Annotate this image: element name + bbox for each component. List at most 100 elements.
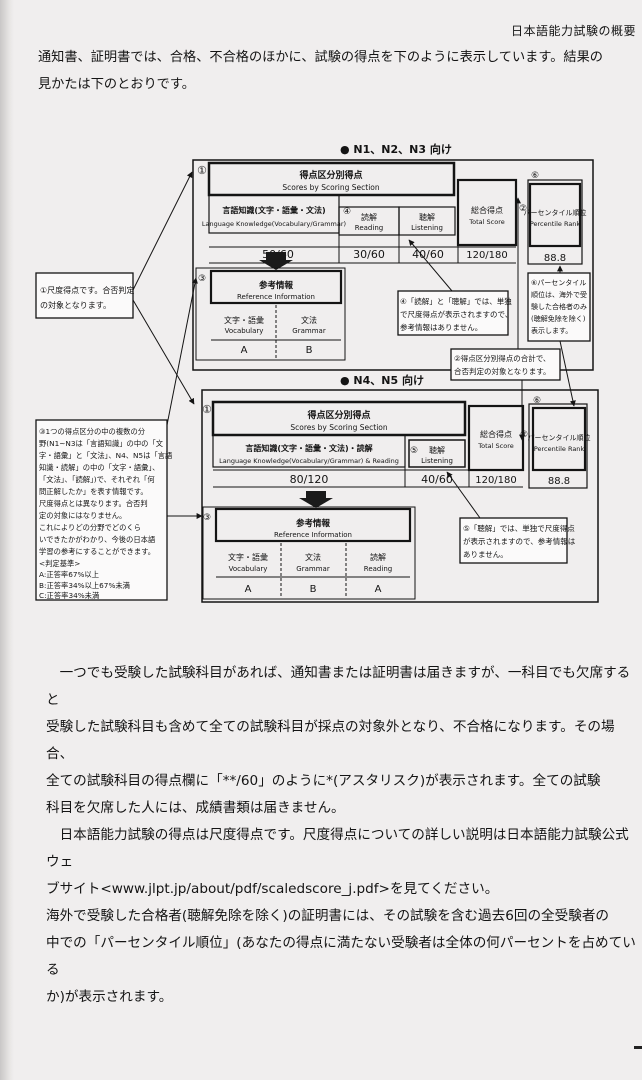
intro-line: 見かたは下のとおりです。 [38, 77, 195, 92]
callout-4-line: 参考情報はありません。 [400, 322, 482, 332]
n1-reference-ja: 参考情報 [259, 280, 294, 291]
n4-total-cell [467, 404, 525, 472]
n1-section-heading: ● N1、N2、N3 向け [340, 142, 452, 156]
n4-circle-2: ② [520, 430, 528, 440]
n4-reading-ja: 読解 [370, 552, 386, 562]
page-binding-edge [0, 0, 14, 1080]
paragraph-line: 日本語能力試験の得点は尺度得点です。尺度得点についての詳しい説明は日本語能力試験… [46, 827, 629, 870]
n4-listening-score: 40/60 [421, 473, 453, 486]
n1-scaled-score-header [207, 161, 456, 197]
callout-3-line: 定の対象にはなりません。 [39, 511, 126, 520]
n4-language-score: 80/120 [290, 473, 329, 486]
callout-5-line: ありません。 [463, 550, 508, 559]
n1-reading-score: 30/60 [353, 248, 385, 261]
paragraph-line: 全ての試験科目の得点欄に「**/60」のように*(アスタリスク)が表示されます。… [46, 773, 601, 789]
n4-percentile-value: 88.8 [548, 476, 570, 487]
callout-1-line: ①尺度得点です。合否判定 [40, 285, 134, 295]
n1-circle-3: ③ [198, 274, 206, 284]
n4-total-ja: 総合得点 [480, 429, 512, 439]
n4-vocab-grade: A [245, 584, 252, 595]
callout-3-line: いできたかがわかり、今後の日本語 [39, 535, 156, 544]
paragraph-line: 科目を欠席した人には、成績書類は届きません。 [46, 800, 345, 816]
n1-listening-score: 40/60 [412, 248, 444, 261]
callout-3-line: 知識・読解」の中の「文字・語彙」、 [39, 463, 159, 472]
n1-vocab-grade: A [241, 345, 248, 356]
n4-grammar-en: Grammar [296, 565, 330, 573]
n4-listening-cell [408, 439, 466, 468]
callout-1-box [35, 272, 134, 319]
callout-5-line: が表示されますので、参考情報は [463, 536, 576, 546]
n1-language-score: 50/60 [262, 248, 294, 261]
n1-grammar-en: Grammar [292, 327, 326, 335]
n1-percentile-ja: パーセンタイル順位 [524, 208, 587, 217]
callout-3-line: 野(N1~N3は「言語知識」の中の「文 [39, 439, 164, 448]
n1-total-ja: 総合得点 [471, 205, 503, 215]
n1-vocab-en: Vocabulary [225, 327, 264, 335]
intro-line: 通知書、証明書では、合格、不合格のほかに、試験の得点を下のように表示しています。… [38, 50, 603, 65]
n4-reference-frame [202, 506, 416, 600]
n4-listening-ja: 聴解 [429, 445, 445, 455]
callout-3-line: ③1つの得点区分の中の複数の分 [39, 427, 145, 436]
n1-language-cell [208, 194, 340, 234]
callout-4-line: ④「読解」と「聴解」では、単独 [400, 296, 512, 306]
callout-3-line: A:正答率67%以上 [39, 570, 99, 579]
n1-down-arrow [259, 252, 293, 270]
callout-3-box [35, 419, 168, 601]
callout-1-line: の対象となります。 [40, 300, 111, 310]
n4-reading-grade: A [375, 584, 382, 595]
n4-circle-6: ⑥ [533, 396, 541, 406]
n4-total-score: 120/180 [475, 475, 517, 486]
n4-reading-en: Reading [364, 565, 392, 573]
n4-percentile-frame [528, 403, 588, 489]
n1-listening-ja: 聴解 [419, 212, 435, 222]
n1-percentile-cell [528, 182, 582, 248]
callout-4-line: で尺度得点が表示されますので、 [400, 309, 512, 319]
n4-listening-en: Listening [421, 457, 453, 465]
callout-4-box [397, 290, 509, 336]
paragraph-line: 海外で受験した合格者(聴解免除を除く)の証明書には、その試験を含む過去6回の全受… [46, 908, 610, 924]
callout-6-line: (聴解免除を除く) [531, 314, 586, 323]
n4-percentile-cell [531, 406, 587, 472]
folio-mark [634, 1046, 642, 1049]
n1-reference-header [209, 269, 343, 305]
n1-total-score: 120/180 [466, 250, 508, 261]
callout-2-line: ②得点区分別得点の合計で、 [454, 353, 550, 363]
n4-percentile-en: Percentile Rank [534, 445, 585, 453]
n1-scaled-title-en: Scores by Scoring Section [282, 183, 380, 192]
callout-3-line: B:正答率34%以上67%未満 [39, 581, 130, 590]
n1-reading-ja: 読解 [361, 212, 377, 222]
callout-3-line: これによりどの分野でどのくら [39, 523, 141, 532]
n1-grammar-grade: B [306, 345, 313, 356]
callout-6-box [527, 272, 591, 342]
n4-scaled-score-header [211, 400, 467, 437]
n1-vocab-ja: 文字・語彙 [224, 315, 264, 325]
n1-circle-2: ② [519, 204, 527, 214]
n4-language-ja: 言語知識(文字・語彙・文法)・読解 [245, 443, 372, 453]
callout-5-box [459, 517, 568, 564]
n1-language-en: Language Knowledge(Vocabulary/Grammar) [202, 220, 346, 228]
paragraph-line: か)が表示されます。 [46, 989, 173, 1005]
n1-grammar-ja: 文法 [301, 315, 317, 325]
n1-listening-en: Listening [411, 224, 443, 232]
n4-reference-header [214, 507, 412, 543]
n1-percentile-value: 88.8 [544, 253, 566, 264]
n4-scaled-title-ja: 得点区分別得点 [306, 409, 370, 421]
n4-down-arrow [299, 491, 333, 508]
paragraph-line: ブサイト<www.jlpt.jp/about/pdf/scaledscore_j… [46, 881, 499, 897]
n1-circle-6: ⑥ [531, 171, 539, 181]
n1-total-en: Total Score [468, 218, 504, 226]
callout-3-line: 尺度得点とは異なります。合否判 [39, 499, 148, 508]
paragraph-line: 中での「パーセンタイル順位」(あなたの得点に満たない受験者は全体の何パーセントを… [46, 935, 636, 978]
n4-circle-3: ③ [203, 513, 211, 523]
n4-vocab-ja: 文字・語彙 [228, 552, 268, 562]
n1-percentile-en: Percentile Rank [530, 220, 581, 228]
n4-language-en: Language Knowledge(Vocabulary/Grammar) &… [219, 457, 399, 465]
n1-report-frame [192, 159, 594, 371]
intro-text: 通知書、証明書では、合格、不合格のほかに、試験の得点を下のように表示しています。… [38, 44, 633, 98]
callout-2-box [450, 348, 561, 381]
n4-reference-ja: 参考情報 [296, 518, 331, 529]
callout-6-line: 順位は、海外で受 [531, 290, 587, 299]
n4-section-heading: ● N4、N5 向け [340, 373, 424, 387]
callout-5-line: ⑤「聴解」では、単独で尺度得点 [463, 523, 575, 533]
n1-listening-cell [398, 206, 456, 236]
